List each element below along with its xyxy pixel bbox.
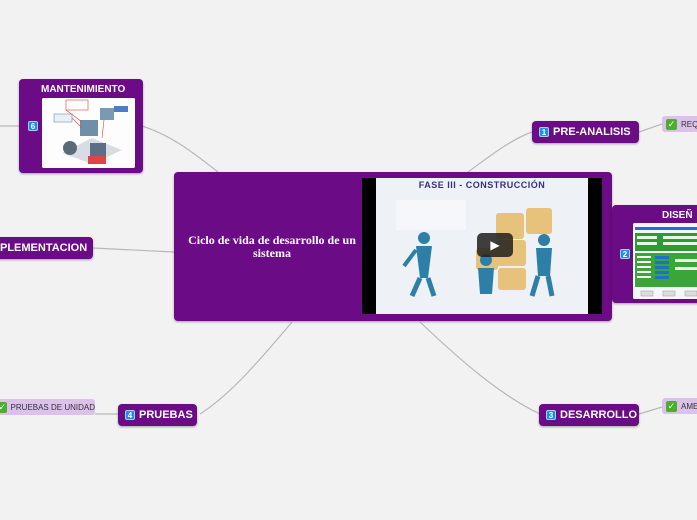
node-desarrollo-number: 3	[546, 410, 556, 420]
play-icon[interactable]: ▶	[477, 233, 513, 257]
node-implementacion[interactable]: PLEMENTACION	[0, 237, 93, 259]
node-desarrollo-label: DESARROLLO	[560, 409, 637, 421]
node-diseno-number: 2	[620, 249, 630, 259]
central-node[interactable]: Ciclo de vida de desarrollo de un sistem…	[174, 172, 612, 321]
tag-pruebas-de-unidad[interactable]: ✓ PRUEBAS DE UNIDAD	[0, 399, 95, 415]
node-diseno[interactable]: DISEÑ 2	[612, 205, 697, 303]
node-pruebas-number: 4	[125, 410, 135, 420]
node-pruebas[interactable]: 4 PRUEBAS	[118, 404, 197, 426]
node-mantenimiento-number: 6	[28, 121, 38, 131]
tag-ame-label: AME	[681, 401, 697, 411]
tag-req-label: REQ	[681, 119, 697, 129]
video-title: FASE III - CONSTRUCCIÓN	[418, 180, 546, 190]
node-implementacion-label: PLEMENTACION	[0, 242, 88, 254]
node-pruebas-label: PRUEBAS	[139, 409, 193, 421]
node-mantenimiento-label: MANTENIMIENTO	[41, 84, 126, 95]
tag-req[interactable]: ✓ REQ	[662, 116, 697, 132]
video-player[interactable]: FASE III - CONSTRUCCIÓN ▶	[362, 178, 602, 314]
node-pre-analisis-label: PRE-ANALISIS	[553, 126, 631, 138]
node-mantenimiento[interactable]: MANTENIMIENTO 6	[19, 79, 143, 173]
check-icon: ✓	[0, 401, 7, 413]
central-title: Ciclo de vida de desarrollo de un sistem…	[188, 233, 356, 260]
tag-pruebas-de-unidad-label: PRUEBAS DE UNIDAD	[10, 402, 95, 412]
check-icon: ✓	[666, 400, 677, 412]
diseno-form-image	[633, 223, 697, 299]
tag-ame[interactable]: ✓ AME	[662, 398, 697, 414]
node-desarrollo[interactable]: 3 DESARROLLO	[539, 404, 639, 426]
check-icon: ✓	[666, 118, 677, 130]
video-thumbnail: FASE III - CONSTRUCCIÓN ▶	[376, 178, 588, 314]
node-diseno-label: DISEÑ	[662, 210, 693, 221]
node-pre-analisis[interactable]: 1 PRE-ANALISIS	[532, 121, 639, 143]
node-pre-analisis-number: 1	[539, 127, 549, 137]
mantenimiento-diagram-image	[42, 98, 135, 168]
